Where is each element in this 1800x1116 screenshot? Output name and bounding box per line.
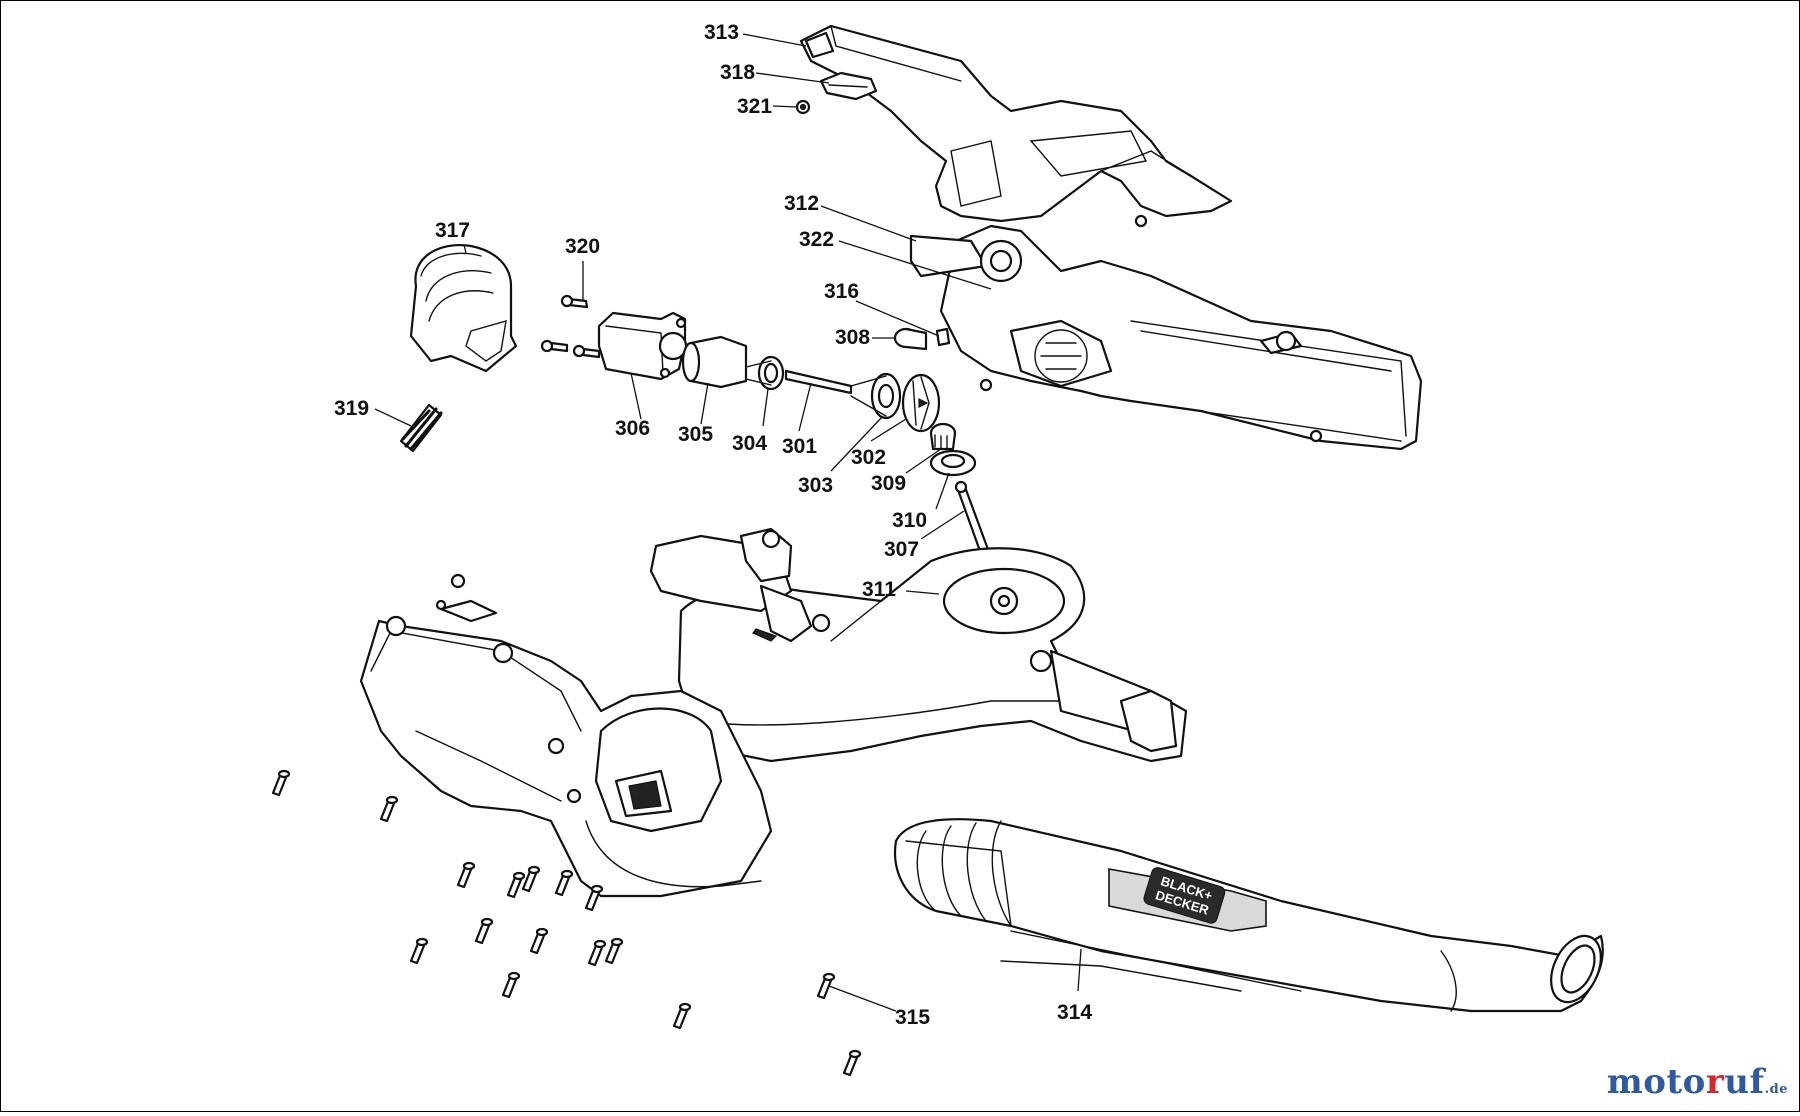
part-321-screw [795, 99, 811, 115]
part-316-pin [935, 327, 951, 347]
watermark-part1: moto [1606, 1062, 1706, 1102]
part-318-latch [819, 71, 878, 101]
callout-304: 304 [732, 432, 767, 455]
leader-lines [374, 33, 1082, 1012]
part-latch-small [435, 573, 498, 623]
part-302-bevel-gear [901, 373, 941, 433]
part-304-bearing [745, 355, 785, 391]
part-switch-assembly [649, 527, 831, 643]
part-301-shaft [784, 369, 853, 395]
part-320-screws [540, 294, 601, 359]
part-317-inlet-cap [409, 243, 518, 373]
callout-308: 308 [835, 326, 870, 349]
callout-301: 301 [782, 435, 817, 458]
part-309-pinion [929, 422, 957, 451]
part-308-bushing [893, 327, 928, 351]
callout-322: 322 [799, 228, 834, 251]
callout-321: 321 [737, 95, 772, 118]
part-315-screws [271, 769, 862, 1077]
callout-311: 311 [862, 578, 896, 601]
part-311-fan-housing [677, 547, 1188, 763]
callout-307: 307 [884, 538, 919, 561]
callout-labels: 313 318 321 312 322 317 320 316 308 319 … [334, 21, 1092, 1029]
part-left-handle-housing [359, 615, 773, 898]
callout-305: 305 [678, 423, 713, 446]
callout-316: 316 [824, 280, 859, 303]
callout-312: 312 [784, 192, 819, 215]
callout-303: 303 [798, 474, 833, 497]
watermark-part3: uf [1724, 1062, 1765, 1102]
callout-318: 318 [720, 61, 755, 84]
part-306-motor-mount [597, 311, 688, 381]
part-303-bearing [850, 372, 902, 420]
part-312-gear-housing [909, 224, 1423, 451]
part-305-motor [681, 335, 748, 389]
callout-314: 314 [1057, 1001, 1092, 1024]
callout-315: 315 [895, 1006, 930, 1029]
part-314-blower-tube: BLACK+ DECKER [893, 818, 1604, 1013]
callout-309: 309 [871, 472, 906, 495]
part-310-bearing [929, 449, 977, 477]
part-screw-small [979, 378, 993, 392]
watermark-logo: motoruf.de [1607, 1062, 1788, 1102]
callout-320: 320 [565, 235, 600, 258]
callout-317: 317 [435, 219, 470, 242]
callout-319: 319 [334, 397, 369, 420]
part-313-top-housing [799, 24, 1233, 228]
callout-302: 302 [851, 446, 886, 469]
callout-310: 310 [892, 509, 927, 532]
callout-306: 306 [615, 417, 650, 440]
part-319-spring [399, 403, 443, 453]
watermark-part2: r [1705, 1062, 1725, 1102]
callout-313: 313 [704, 21, 739, 44]
watermark-tld: .de [1764, 1082, 1788, 1097]
